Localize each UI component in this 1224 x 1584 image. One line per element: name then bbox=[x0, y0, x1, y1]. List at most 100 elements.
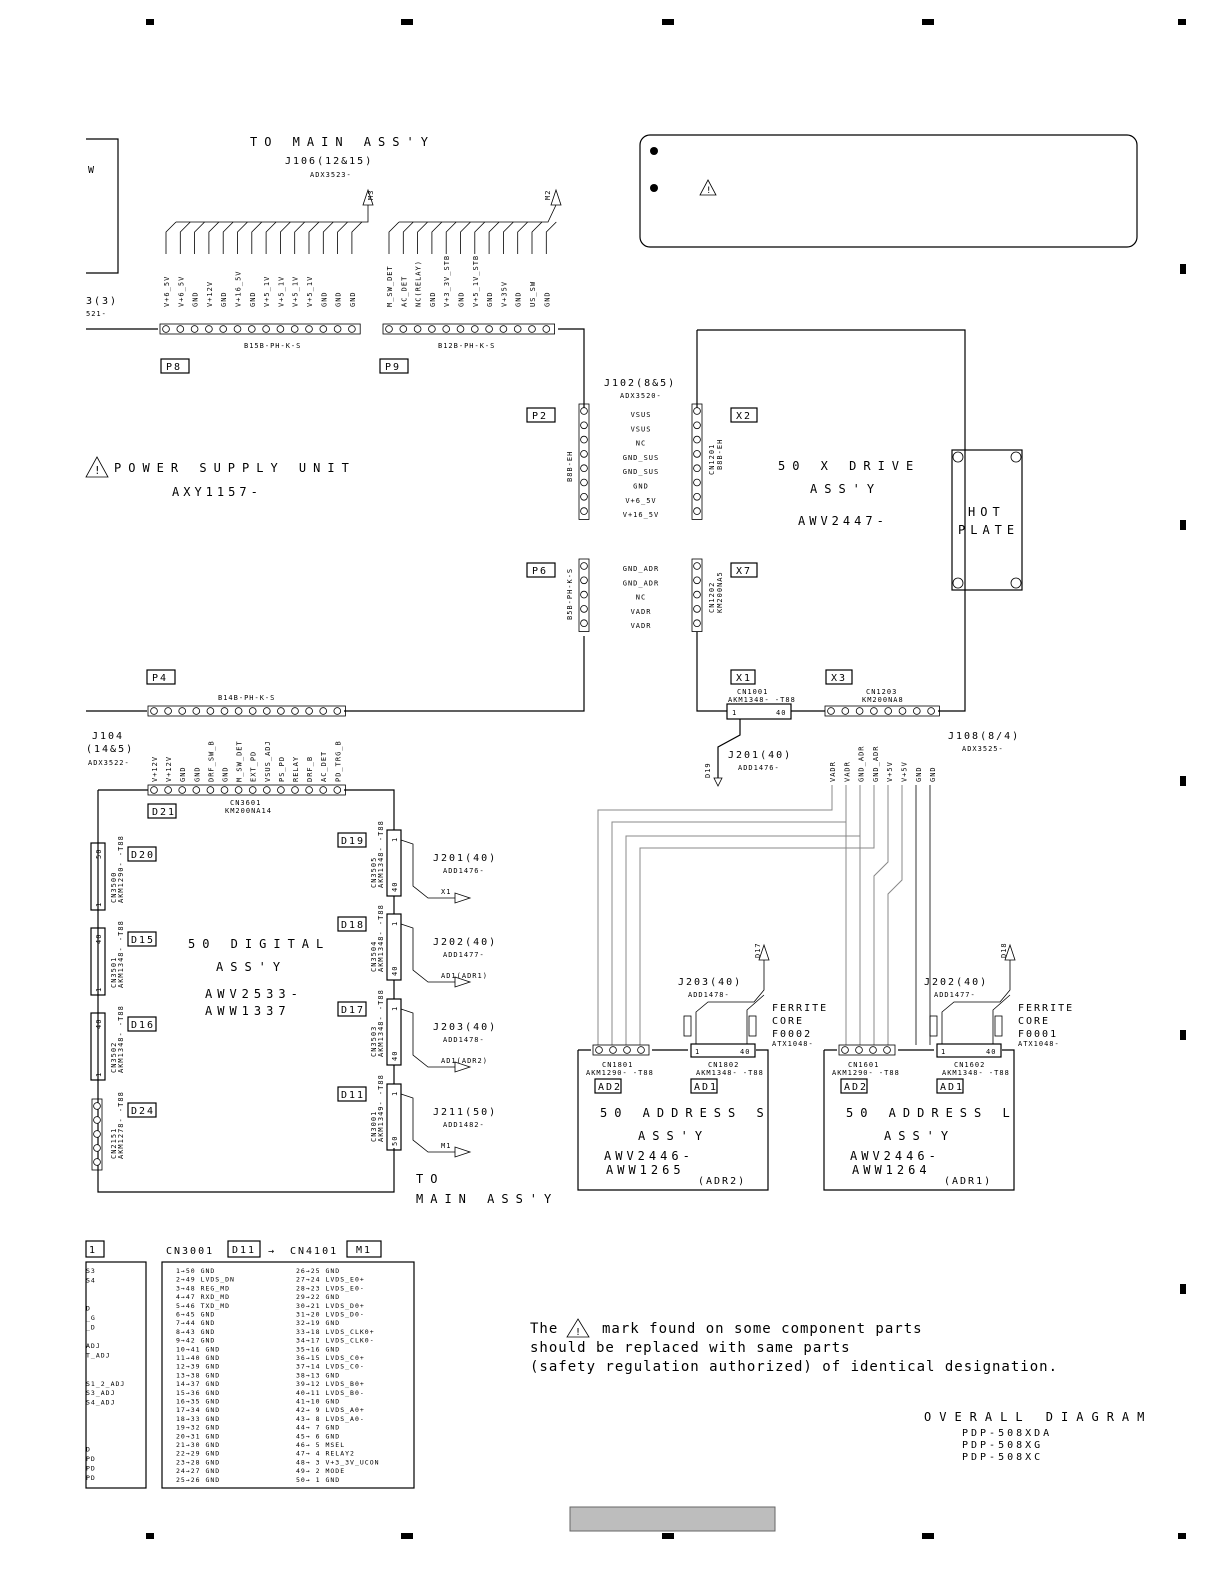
right-connector-part: AKM1348- -T88 bbox=[377, 904, 385, 972]
p4-tag-box bbox=[146, 669, 176, 685]
adr-cn2: CN1802 bbox=[708, 1061, 739, 1069]
adr-conn-part: ADD1478- bbox=[688, 991, 730, 999]
j102-connector-block: VSUSVSUSNCGND_SUSGND_SUSGNDV+6_5VV+16_5V… bbox=[344, 403, 703, 712]
to-main-assy: MAIN ASS'Y bbox=[416, 1192, 558, 1206]
cn1202-connector-pin bbox=[693, 605, 701, 613]
right-dest: M1 bbox=[441, 1142, 451, 1150]
p8-wire bbox=[308, 221, 320, 254]
p9-connector-pin bbox=[470, 325, 479, 333]
table-row-col1: 14→37 GND bbox=[176, 1380, 220, 1388]
adr-part1: AWV2446- bbox=[604, 1149, 694, 1163]
p4-connector-pin bbox=[220, 707, 229, 715]
p9-connector-body bbox=[382, 323, 556, 335]
table-row-col2: 32→19 GND bbox=[296, 1319, 340, 1327]
table-row-col2: 30→21 LVDS_D0+ bbox=[296, 1302, 365, 1310]
d21-tag-box bbox=[147, 803, 177, 819]
adr-cn2-pin40: 40 bbox=[986, 1048, 996, 1056]
p8-pin-label: V+16_5V bbox=[235, 270, 243, 307]
p4-connector-pin bbox=[262, 707, 271, 715]
adr-part2: AWW1264 bbox=[852, 1163, 931, 1177]
p8-pin-label: V+5_1V bbox=[277, 276, 285, 307]
digital-part2: AWW1337 bbox=[205, 1004, 291, 1018]
p8-wire bbox=[251, 221, 263, 254]
cn3601-connector-pin bbox=[291, 786, 299, 794]
cn3601-connector-pin bbox=[277, 786, 285, 794]
right-connector-cn: CN3504 bbox=[370, 941, 378, 972]
p4-pin-label: V+12V bbox=[151, 756, 159, 782]
left-cut-box bbox=[86, 138, 119, 274]
adr-cn1: CN1801 bbox=[602, 1061, 633, 1069]
table-row-left: PD bbox=[86, 1464, 96, 1472]
p9-connector-pin bbox=[413, 325, 422, 333]
p4-pin-label: VSUS_ADJ bbox=[264, 740, 272, 782]
p4-connector-pin bbox=[248, 707, 257, 715]
psu-name: POWER SUPPLY UNIT bbox=[114, 461, 356, 475]
right-plug bbox=[454, 892, 472, 904]
table-cn-b: CN4101 bbox=[290, 1246, 338, 1257]
right-dest: AD1(ADR2) bbox=[441, 1057, 488, 1065]
table-row-col2: 46→ 5 MSEL bbox=[296, 1441, 345, 1449]
cn1203-label: CN1203 bbox=[866, 688, 897, 696]
p8-connector-pin bbox=[319, 325, 328, 333]
m3-label: M3 bbox=[367, 190, 375, 200]
cn1202-connector-pin bbox=[693, 619, 701, 627]
p8-connector-pin bbox=[290, 325, 299, 333]
cn2151-connector-pin bbox=[93, 1102, 101, 1110]
x3-tag-box bbox=[825, 669, 853, 685]
cn1201-part: B8B-EH bbox=[716, 439, 724, 470]
cn1202-part: KM200NA5 bbox=[716, 571, 724, 613]
p8-connector-pin bbox=[162, 325, 170, 333]
cn1001-part: AKM1348- -T88 bbox=[728, 696, 796, 704]
ferrite-part: ATX1048- bbox=[1018, 1040, 1060, 1048]
right-connector-pin: 1 bbox=[391, 837, 399, 842]
p6-connector-body bbox=[578, 558, 590, 632]
p8-wire bbox=[194, 221, 205, 254]
x1-cable bbox=[717, 710, 825, 778]
cn1203-connector-pin bbox=[855, 707, 864, 715]
p4-pin-label: AC_DET bbox=[320, 751, 328, 782]
table-row-col1: 11→40 GND bbox=[176, 1354, 220, 1362]
right-connector-body bbox=[386, 829, 402, 897]
p9-wire bbox=[545, 221, 557, 254]
table-row-col2: 41→10 GND bbox=[296, 1398, 340, 1406]
cn1201-connector-pin bbox=[693, 435, 701, 444]
j102-signal-a: V+6_5V bbox=[625, 497, 656, 505]
table-row-col2: 38→13 GND bbox=[296, 1371, 340, 1379]
p2-connector-pin bbox=[580, 450, 588, 458]
cn3601-connector-pin bbox=[206, 786, 215, 794]
model-3: PDP-508XC bbox=[962, 1452, 1043, 1463]
p4-pin-label: PS_PD bbox=[278, 756, 286, 782]
table-cn-a: CN3001 bbox=[166, 1246, 214, 1257]
p9-tag-box bbox=[379, 358, 409, 374]
p8-wire bbox=[208, 221, 220, 254]
p8-part: B15B-PH-K-S bbox=[244, 342, 301, 350]
notes-box bbox=[639, 134, 1138, 248]
p9-connector-pin bbox=[499, 325, 508, 333]
p8-connector-pin bbox=[333, 325, 342, 333]
right-tag-box bbox=[337, 1001, 367, 1017]
p9-pin-label: M_SW_DET bbox=[386, 265, 394, 307]
xdrive-name: 50 X DRIVE bbox=[778, 459, 920, 473]
p4-connector-pin bbox=[319, 707, 328, 715]
main-top-part: ADX3523- bbox=[310, 171, 352, 179]
left-tag-box bbox=[127, 1102, 157, 1118]
p9-pin-label: US_SW bbox=[529, 281, 537, 307]
digital-name: 50 DIGITAL bbox=[188, 937, 330, 951]
p8-wire bbox=[237, 221, 248, 254]
adr-cn2-connector bbox=[690, 1043, 756, 1058]
safety-line2: should be replaced with same parts bbox=[530, 1340, 851, 1356]
right-connector-body bbox=[386, 998, 402, 1066]
digital-assy: ASS'Y bbox=[216, 960, 287, 974]
adr-cn1: CN1601 bbox=[848, 1061, 879, 1069]
adr-ad2: AD2 bbox=[844, 1082, 868, 1093]
table-row-left: S4 bbox=[86, 1276, 96, 1284]
right-connector-pin: 1 bbox=[391, 1091, 399, 1096]
right-conn: J211(50) bbox=[433, 1107, 497, 1118]
p4-connector-pin bbox=[234, 707, 243, 715]
cn1202-connector-pin bbox=[693, 562, 701, 570]
x3-pin-label: VADR bbox=[843, 761, 851, 782]
ferrite-label: CORE bbox=[772, 1016, 804, 1027]
left-connector-part: AKM1290- -T88 bbox=[117, 835, 125, 903]
